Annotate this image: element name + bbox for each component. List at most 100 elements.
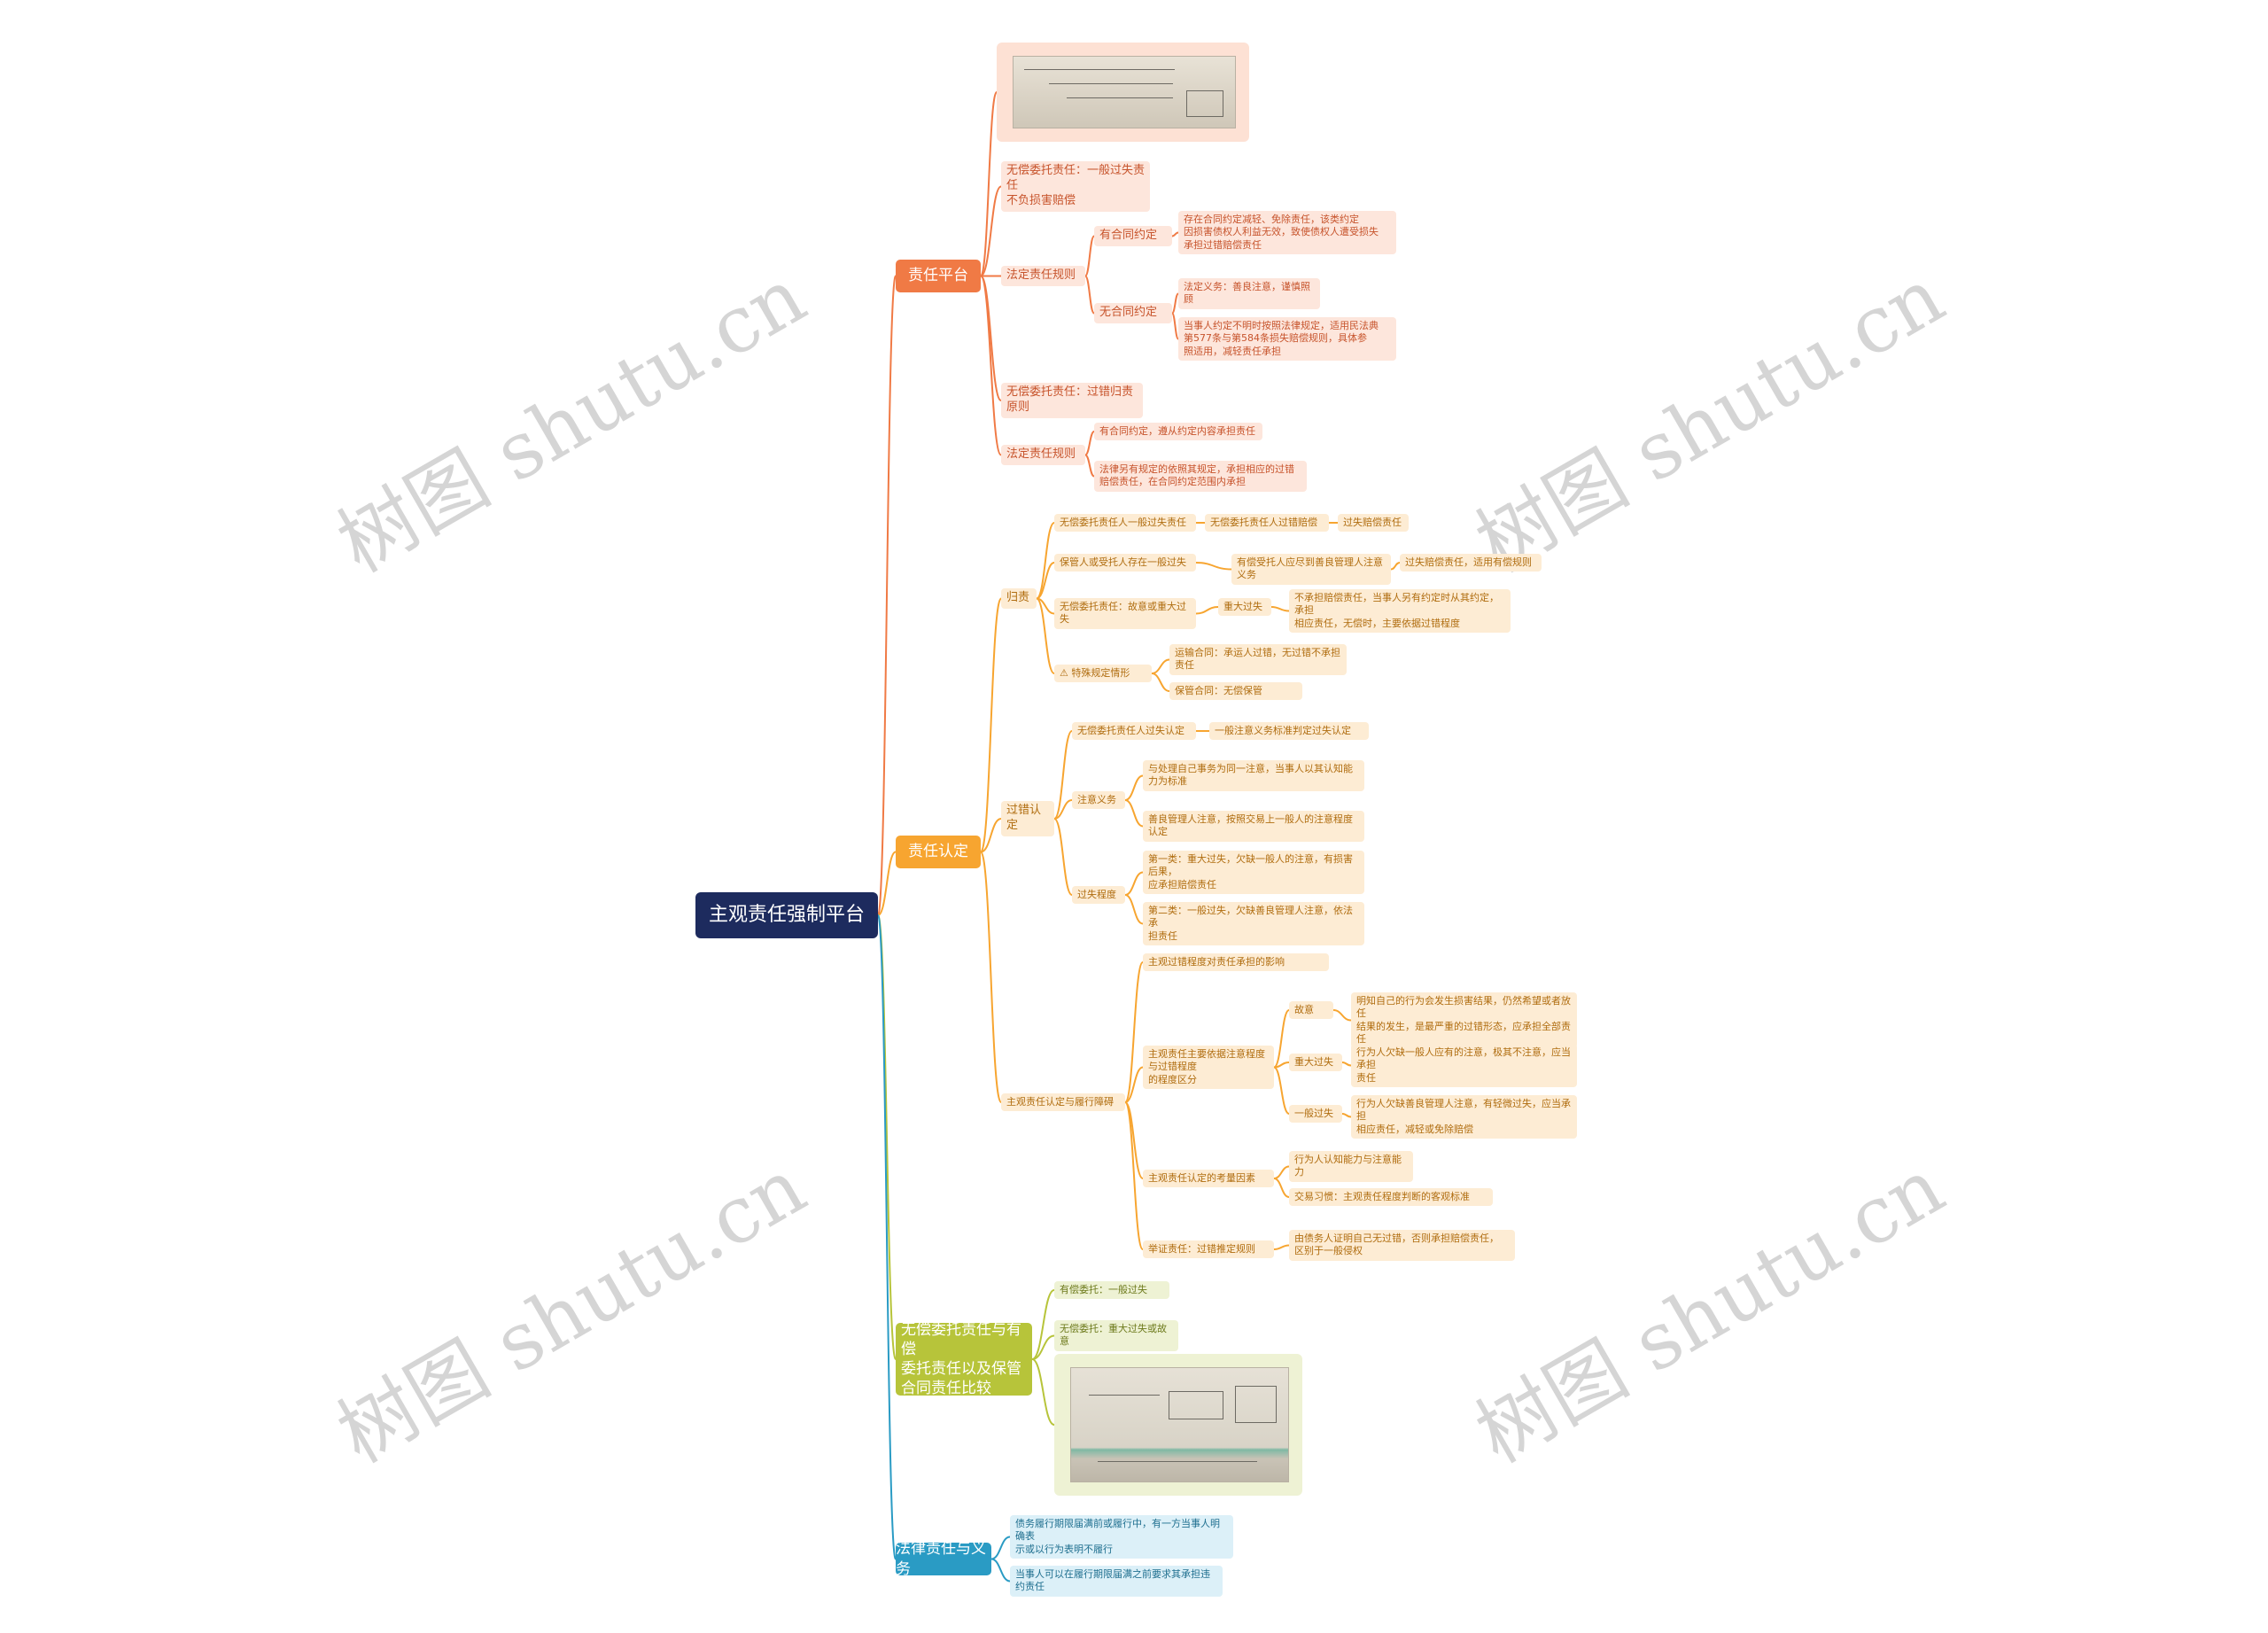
connector [980, 275, 1002, 456]
connector [1084, 275, 1095, 315]
connector [1053, 730, 1073, 820]
connector [1124, 799, 1144, 828]
node-with-contract-detail[interactable]: 存在合同约定减轻、免除责任，该类约定 因损害债权人利益无效，致使债权人遭受损失 … [1178, 211, 1396, 254]
node-intent-detail[interactable]: 明知自己的行为会发生损害结果，仍然希望或者放任 结果的发生，是最严重的过错形态，… [1351, 992, 1577, 1049]
node-gross[interactable]: 重大过失 [1289, 1054, 1342, 1072]
connector [1124, 961, 1144, 1103]
connector [980, 597, 1002, 853]
connector [980, 818, 1002, 853]
node-custodian-fault[interactable]: 保管人或受托人存在一般过失 [1054, 554, 1196, 572]
connector [1124, 894, 1144, 925]
node-carriage-contract[interactable]: 运输合同：承运人过错，无过错不承担责任 [1169, 644, 1347, 675]
node-good-manager-care[interactable]: 善良管理人注意，按照交易上一般人的注意程度认定 [1143, 811, 1364, 842]
node-anticipatory-breach[interactable]: 债务履行期限届满前或履行中，有一方当事人明确表 示或以行为表明不履行 [1010, 1515, 1233, 1559]
node-other-provisions[interactable]: 法律另有规定的依照其规定，承担相应的过错 赔偿责任，在合同约定范围内承担 [1094, 461, 1307, 492]
root-topic[interactable]: 主观责任强制平台 [695, 892, 878, 938]
node-good-manager-duty[interactable]: 有偿受托人应尽到善良管理人注意义务 [1231, 554, 1391, 585]
connector [1031, 1289, 1055, 1360]
node-fault-principle[interactable]: 无偿委托责任：过错归责原则 [1001, 383, 1143, 418]
connector [1195, 562, 1232, 571]
connector [1084, 431, 1095, 456]
node-statutory-duty[interactable]: 法定义务：善良注意，谨慎照顾 [1178, 278, 1320, 309]
node-general-type[interactable]: 第二类：一般过失，欠缺善良管理人注意，依法承 担责任 [1143, 902, 1364, 945]
node-with-contract[interactable]: 有合同约定 [1094, 226, 1172, 246]
node-gross-detail[interactable]: 行为人欠缺一般人应有的注意，极其不注意，应当承担 责任 [1351, 1044, 1577, 1087]
node-fault-compensation[interactable]: 无偿委托责任人过错赔偿 [1205, 514, 1329, 533]
node-free-entrust-liability[interactable]: 无偿委托责任：一般过失责任 不负损害赔偿 [1001, 161, 1150, 212]
node-fault-impact[interactable]: 主观过错程度对责任承担的影响 [1143, 953, 1329, 972]
connector [990, 1558, 1011, 1582]
node-gross-negligence[interactable]: 重大过失 [1218, 598, 1271, 617]
node-paid-entrust[interactable]: 有偿委托：一般过失 [1054, 1281, 1169, 1300]
connector [1273, 1165, 1290, 1179]
node-free-entrust-general-fault[interactable]: 无偿委托责任人一般过失责任 [1054, 514, 1196, 533]
connector [1273, 1066, 1290, 1115]
connector [980, 185, 1002, 277]
branch-comparison[interactable]: 无偿委托责任与有偿 委托责任以及保管 合同责任比较 [896, 1321, 1032, 1397]
connector [980, 851, 1002, 1103]
node-follow-agreement[interactable]: 有合同约定，遵从约定内容承担责任 [1094, 423, 1262, 441]
connector [1031, 1334, 1055, 1360]
node-fault-determination[interactable]: 过错认定 [1001, 801, 1054, 836]
connector [1341, 1061, 1352, 1067]
node-legal-rules[interactable]: 法定责任规则 [1001, 266, 1085, 286]
node-without-contract[interactable]: 无合同约定 [1094, 303, 1172, 323]
connector [1195, 606, 1219, 615]
node-general-detail[interactable]: 行为人欠缺善良管理人注意，有轻微过失，应当承担 相应责任，减轻或免除赔偿 [1351, 1095, 1577, 1139]
node-legal-rules-2[interactable]: 法定责任规则 [1001, 445, 1085, 465]
connector [990, 1536, 1011, 1560]
node-paid-rules[interactable]: 过失赔偿责任，适用有偿规则 [1400, 554, 1542, 572]
node-unclear-agreement[interactable]: 当事人约定不明时按照法律规定，适用民法典 第577条与第584条损失赔偿规则，具… [1178, 317, 1396, 361]
connector [1273, 1009, 1290, 1069]
note-photo [1013, 56, 1236, 128]
node-attribution[interactable]: 归责 [1001, 588, 1037, 609]
node-considerations[interactable]: 主观责任认定的考量因素 [1143, 1170, 1274, 1188]
connector [1270, 606, 1290, 612]
node-early-liability[interactable]: 当事人可以在履行期限届满之前要求其承担违约责任 [1010, 1566, 1223, 1597]
connector [980, 275, 1002, 401]
connector [1036, 597, 1055, 674]
connector [1084, 454, 1095, 478]
node-gross-type[interactable]: 第一类：重大过失，欠缺一般人的注意，有损害后果， 应承担赔偿责任 [1143, 851, 1364, 894]
connector [1390, 562, 1401, 571]
node-general[interactable]: 一般过失 [1289, 1105, 1342, 1124]
node-subjective-basis[interactable]: 主观责任主要依据注意程度与过错程度 的程度区分 [1143, 1046, 1274, 1089]
connector [877, 914, 897, 1560]
connector [1273, 1244, 1290, 1250]
connector [1171, 231, 1179, 237]
node-free-entrust[interactable]: 无偿委托：重大过失或故意 [1054, 1320, 1178, 1351]
attached-image-1 [997, 43, 1249, 142]
connector [877, 851, 897, 916]
connector [1124, 774, 1144, 801]
node-custody-contract[interactable]: 保管合同：无偿保管 [1169, 682, 1302, 701]
node-presumption[interactable]: 由债务人证明自己无过错，否则承担赔偿责任， 区别于一般侵权 [1289, 1230, 1515, 1261]
node-intent[interactable]: 故意 [1289, 1001, 1333, 1020]
branch-legal-liability[interactable]: 法律责任与义务 [896, 1540, 991, 1578]
branch-liability-determination[interactable]: 责任认定 [896, 836, 981, 868]
node-burden-of-proof[interactable]: 举证责任：过错推定规则 [1143, 1240, 1274, 1259]
node-subjective-liability[interactable]: 主观责任认定与履行障碍 [1001, 1093, 1125, 1112]
connector [1124, 1101, 1144, 1250]
node-general-duty-standard[interactable]: 一般注意义务标准判定过失认定 [1209, 722, 1369, 741]
node-cognitive-ability[interactable]: 行为人认知能力与注意能力 [1289, 1151, 1413, 1182]
connector [1273, 1178, 1290, 1198]
branch-responsibility-platform[interactable]: 责任平台 [896, 260, 981, 292]
node-no-compensation[interactable]: 不承担赔偿责任，当事人另有约定时从其约定，承担 相应责任，无偿时，主要依据过错程… [1289, 589, 1511, 633]
node-free-entrust-fault-determination[interactable]: 无偿委托责任人过失认定 [1072, 722, 1196, 741]
node-trade-custom[interactable]: 交易习惯：主观责任程度判断的客观标准 [1289, 1188, 1493, 1207]
connector [1151, 658, 1170, 674]
connector [1124, 871, 1144, 896]
connector [1332, 1009, 1352, 1022]
connector [1053, 799, 1073, 820]
node-negligence-liability[interactable]: 过失赔偿责任 [1338, 514, 1409, 533]
connector [1171, 292, 1179, 315]
node-special-provisions[interactable]: ⚠ 特殊规定情形 [1054, 665, 1152, 683]
connector [1151, 673, 1170, 692]
node-intent-gross-negligence[interactable]: 无偿委托责任：故意或重大过失 [1054, 598, 1196, 629]
attached-image-2 [1054, 1354, 1302, 1496]
node-fault-degree[interactable]: 过失程度 [1072, 886, 1125, 905]
node-duty-of-care[interactable]: 注意义务 [1072, 791, 1125, 810]
node-same-care[interactable]: 与处理自己事务为同一注意，当事人以其认知能 力为标准 [1143, 760, 1364, 791]
connector [1036, 522, 1055, 600]
